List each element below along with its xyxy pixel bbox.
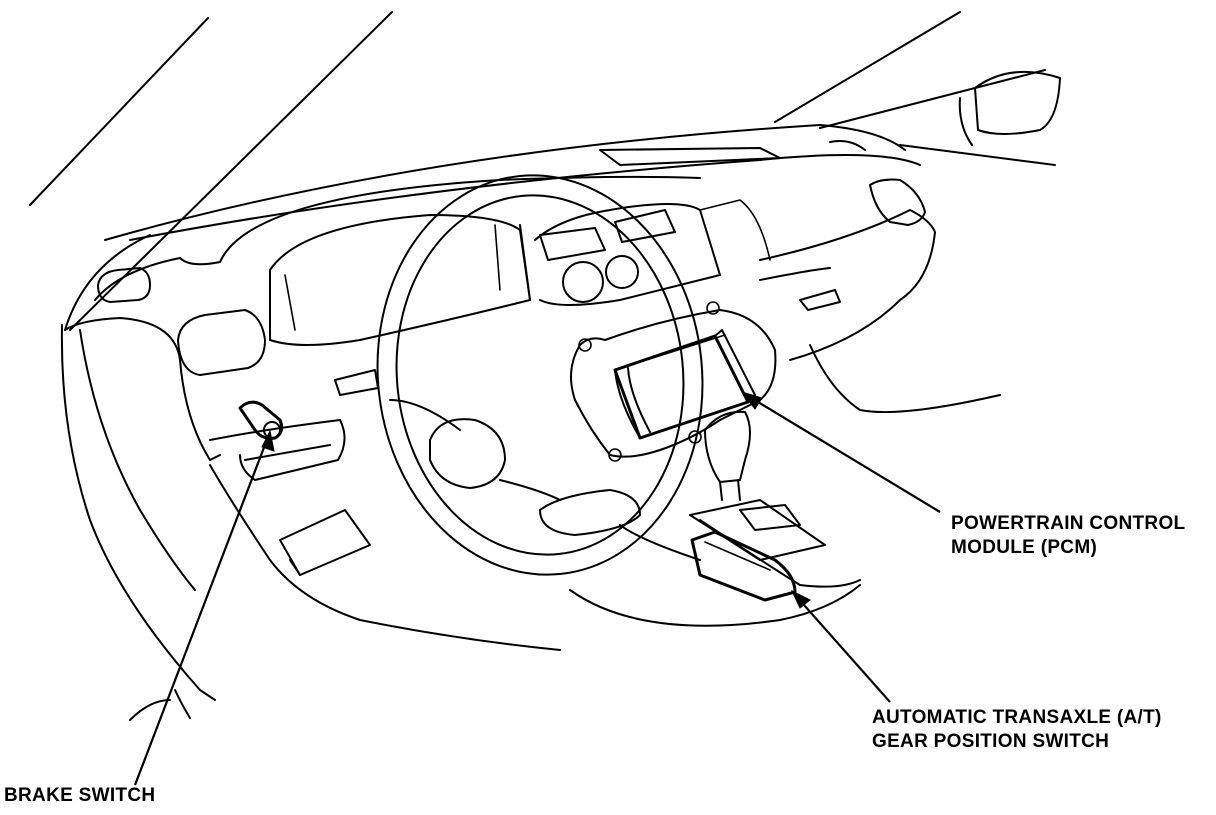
pcm-module [613, 329, 756, 440]
door-panel [60, 324, 861, 721]
glove-box [759, 209, 1001, 414]
gear-position-switch [690, 530, 797, 602]
gear-switch-label: AUTOMATIC TRANSAXLE (A/T) GEAR POSITION … [872, 706, 1162, 754]
side-mirror [899, 70, 1061, 166]
windshield-pillars [29, 11, 1046, 331]
gear-switch-label-line1: AUTOMATIC TRANSAXLE (A/T) [872, 707, 1162, 728]
instrument-cluster [269, 214, 531, 346]
pcm-label: POWERTRAIN CONTROL MODULE (PCM) [951, 512, 1185, 560]
brake-switch-label: BRAKE SWITCH [4, 784, 155, 808]
pcm-bracket [570, 301, 777, 462]
pcm-label-line2: MODULE (PCM) [951, 537, 1098, 558]
dashboard-top [64, 124, 921, 331]
brake-switch-label-line1: BRAKE SWITCH [4, 785, 156, 806]
gear-switch-leader [790, 589, 891, 703]
left-vent [97, 267, 151, 303]
steering-wheel [334, 174, 704, 576]
right-vent [869, 178, 926, 226]
center-stack [534, 199, 771, 306]
brake-switch-leader [133, 429, 275, 786]
left-lower-panel [64, 309, 266, 461]
pcm-leader [740, 391, 941, 513]
gear-switch-label-line2: GEAR POSITION SWITCH [872, 731, 1110, 752]
shifter-console [619, 410, 861, 588]
brake-switch-assembly [209, 400, 371, 576]
pcm-label-line1: POWERTRAIN CONTROL [951, 513, 1186, 534]
